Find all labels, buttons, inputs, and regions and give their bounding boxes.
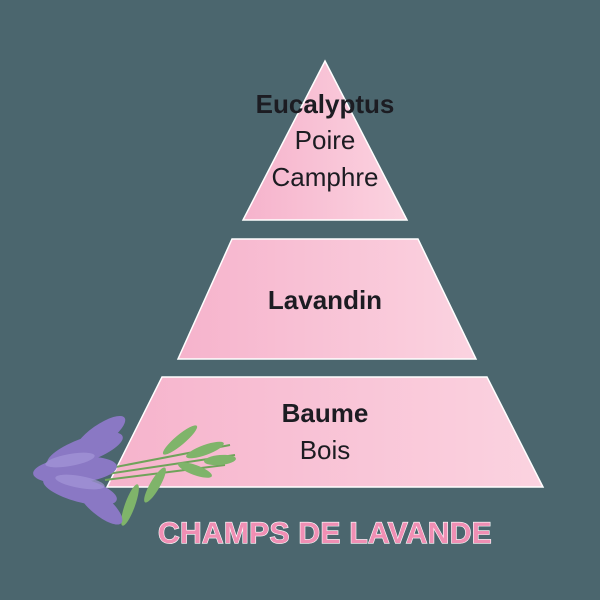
product-title: CHAMPS DE LAVANDE	[157, 516, 492, 550]
tier-top-shape	[241, 59, 409, 221]
tier-top-note-2: Poire	[294, 125, 356, 155]
tier-base-note-2: Bois	[299, 435, 351, 465]
tier-base-note-1: Baume	[281, 398, 369, 428]
tier-heart-note-1: Lavandin	[267, 285, 383, 315]
tier-top-note-1: Eucalyptus	[255, 89, 395, 119]
tier-top-note-3: Camphre	[271, 162, 379, 192]
tier-heart-shape	[176, 238, 478, 360]
lavender-bouquet-image	[33, 415, 236, 526]
